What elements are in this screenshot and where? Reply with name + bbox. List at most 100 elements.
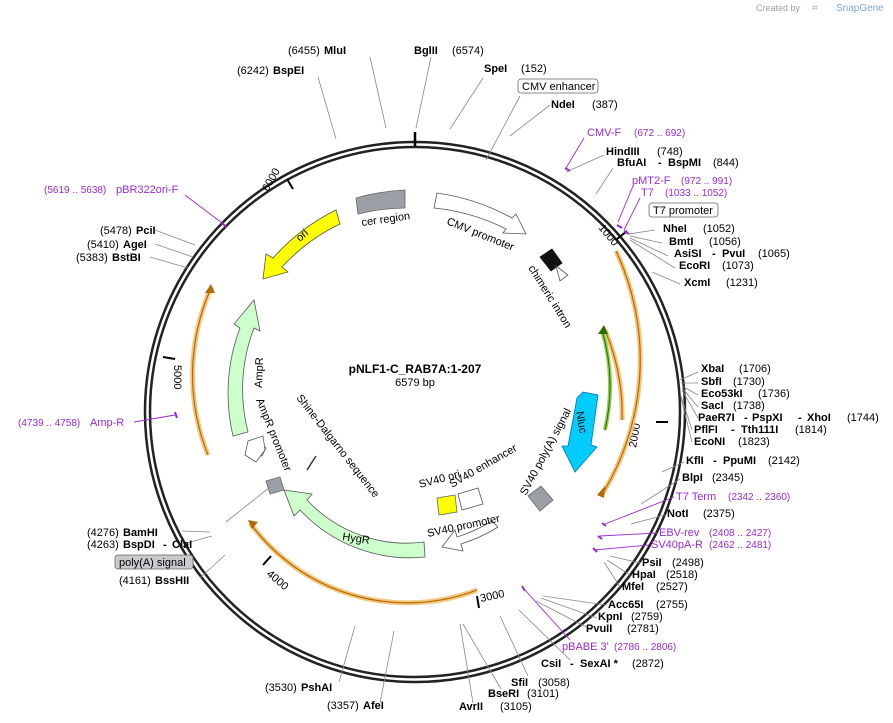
enzyme-pos: (1730) [733, 376, 765, 388]
enzyme-name[interactable]: EcoNI [694, 436, 725, 448]
enzyme-name[interactable]: BfuAI [617, 157, 646, 169]
enzyme-name[interactable]: MluI [324, 45, 346, 57]
green-arc-line [601, 329, 611, 431]
enzyme-name[interactable]: Eco53kI [701, 388, 743, 400]
enzyme-name[interactable]: SacI [701, 400, 724, 412]
primer-name[interactable]: SV40pA-R [651, 539, 703, 551]
orf-arc-4-line [191, 287, 212, 456]
enzyme-pos: (6574) [452, 45, 484, 57]
polya-signal-label[interactable]: poly(A) signal [119, 557, 186, 569]
enzyme-pos: (387) [592, 99, 618, 111]
primer-name[interactable]: Amp-R [90, 417, 124, 429]
leader [595, 167, 614, 195]
enzyme-name[interactable]: BspDI [123, 539, 155, 551]
enzyme-pos: (6455) [288, 45, 320, 57]
enzyme-name[interactable]: NheI [663, 223, 687, 235]
enzyme-name[interactable]: PciI [136, 225, 156, 237]
sv40-ori-box [436, 494, 458, 516]
enzyme-name[interactable]: Tth111I [741, 424, 778, 436]
boxed-labels: CMV enhancer T7 promoter poly(A) signal [114, 78, 719, 570]
enzyme-pos: (3357) [327, 700, 359, 712]
enzyme-name[interactable]: BssHII [155, 575, 189, 587]
leader [629, 239, 676, 269]
enzyme-name[interactable]: BmtI [669, 236, 693, 248]
enzyme-name[interactable]: CsiI [541, 658, 561, 670]
enzyme-name[interactable]: PsiI [642, 557, 662, 569]
primer-name[interactable]: EBV-rev [659, 527, 700, 539]
leader [606, 559, 631, 576]
enzyme-name[interactable]: BglII [414, 45, 438, 57]
enzyme-name[interactable]: KflI [686, 455, 704, 467]
enzyme-name[interactable]: XcmI [684, 277, 710, 289]
enzyme-name[interactable]: PaeR7I [698, 412, 735, 424]
enzyme-name[interactable]: SexAI * [580, 658, 619, 670]
primer-name[interactable]: T7 Term [676, 491, 716, 503]
enzyme-pos: (1052) [703, 223, 735, 235]
leader [379, 630, 395, 704]
enzyme-name[interactable]: AvrII [459, 701, 483, 713]
sv40-enhancer-label: SV40 enhancer [448, 442, 520, 490]
enzyme-name[interactable]: AsiSI [674, 248, 702, 260]
enzyme-pos: (1056) [709, 236, 741, 248]
enzyme-name[interactable]: AfeI [363, 700, 384, 712]
primer-mark [174, 411, 178, 419]
leader [317, 76, 337, 140]
ampr-arrow [227, 299, 261, 437]
enzyme-name[interactable]: AgeI [123, 239, 147, 251]
enzyme-name[interactable]: PpuMI [723, 455, 756, 467]
enzyme-name[interactable]: BstBI [112, 252, 141, 264]
primer-leader [617, 185, 634, 223]
enzyme-name[interactable]: SfiI [511, 677, 528, 689]
primer-labels: CMV-F (672 .. 692) pMT2-F (972 .. 991) T… [18, 127, 790, 653]
primer-range: (2786 .. 2806) [614, 642, 676, 653]
enzyme-pos: (3101) [527, 688, 559, 700]
enzyme-name[interactable]: HpaI [632, 569, 656, 581]
enzyme-name[interactable]: NdeI [551, 99, 575, 111]
backbone-inner [148, 145, 682, 679]
credit-brand: SnapGene [836, 3, 884, 14]
primer-leader [599, 532, 658, 537]
enzyme-name[interactable]: SpeI [484, 63, 507, 75]
cmv-enhancer-label[interactable]: CMV enhancer [522, 81, 596, 93]
enzyme-name[interactable]: XhoI [807, 412, 831, 424]
enzyme-name[interactable]: KpnI [598, 611, 622, 623]
enzyme-name[interactable]: EcoRI [679, 260, 710, 272]
enzyme-name[interactable]: MfeI [622, 581, 644, 593]
primer-name[interactable]: pBR322ori-F [116, 184, 179, 196]
enzyme-name[interactable]: BlpI [682, 472, 703, 484]
primer-name[interactable]: CMV-F [587, 127, 622, 139]
enzyme-pos: (152) [521, 63, 547, 75]
enzyme-name[interactable]: SbfI [701, 376, 722, 388]
leader [681, 385, 699, 396]
enzyme-name[interactable]: ClaI [172, 539, 192, 551]
enzyme-name[interactable]: XbaI [701, 363, 724, 375]
primer-name[interactable]: pBABE 3' [562, 641, 609, 653]
enzyme-labels: (6455) MluI BglII (6574) (6242) BspEI Sp… [76, 45, 879, 713]
enzyme-name[interactable]: PflFI [694, 424, 718, 436]
primer-name[interactable]: T7 [641, 187, 654, 199]
enzyme-name[interactable]: Acc65I [608, 599, 643, 611]
primer-name[interactable]: pMT2-F [632, 175, 671, 187]
cer-region-box [355, 189, 406, 215]
enzyme-name[interactable]: BseRI [488, 688, 519, 700]
enzyme-name[interactable]: PvuII [586, 623, 612, 635]
primer-leader [604, 496, 675, 525]
enzyme-pos: (748) [657, 146, 683, 158]
enzyme-pos: (3530) [265, 682, 297, 694]
enzyme-name[interactable]: BspMI [668, 157, 701, 169]
orf-arc-1-head [597, 486, 605, 498]
enzyme-separator: - [658, 157, 662, 169]
enzyme-pos: (2518) [666, 569, 698, 581]
enzyme-name[interactable]: HindIII [606, 146, 640, 158]
enzyme-name[interactable]: BspEI [273, 65, 304, 77]
leader [459, 623, 474, 704]
t7-promoter-label[interactable]: T7 promoter [653, 205, 713, 217]
enzyme-name[interactable]: NotI [667, 508, 688, 520]
enzyme-separator: - [570, 658, 574, 670]
enzyme-name[interactable]: PvuI [722, 248, 745, 260]
enzyme-pos: (1823) [738, 436, 770, 448]
enzyme-name[interactable]: BamHI [123, 527, 158, 539]
enzyme-name[interactable]: PspXI [752, 412, 783, 424]
enzyme-name[interactable]: PshAI [301, 682, 332, 694]
tick-mark [262, 555, 272, 566]
